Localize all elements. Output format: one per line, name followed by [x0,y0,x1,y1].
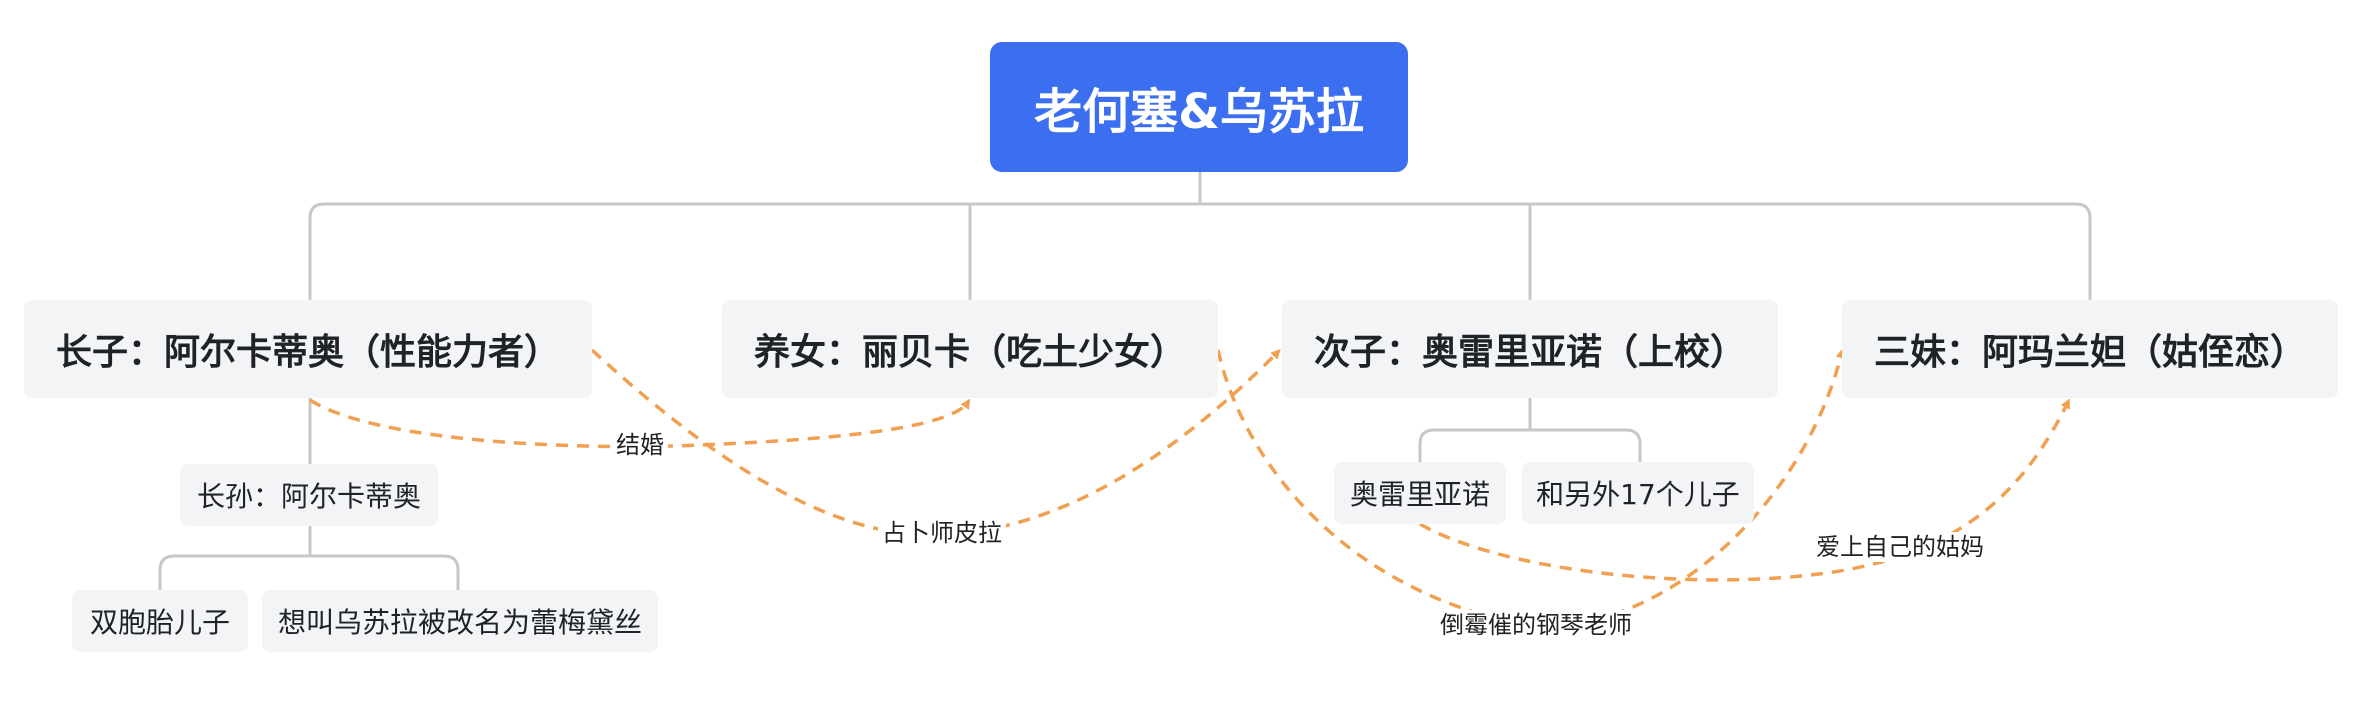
connector-grandson-children [158,526,460,590]
child-label: 长子：阿尔卡蒂奥（性能力者） [55,332,560,373]
relation-label-marriage: 结婚 [612,430,668,460]
root-label: 老何塞&乌苏拉 [1034,84,1364,140]
relation-label-piano-teacher: 倒霉催的钢琴老师 [1436,610,1636,640]
child-label: 养女：丽贝卡（吃土少女） [753,332,1186,373]
child-node-adopted-daughter[interactable]: 养女：丽贝卡（吃土少女） [722,300,1218,398]
connector-child3-grandchildren [1418,398,1642,462]
root-node[interactable]: 老何塞&乌苏拉 [990,42,1408,172]
relation-label-aunt-love: 爱上自己的姑妈 [1812,532,1988,562]
child-node-eldest-son[interactable]: 长子：阿尔卡蒂奥（性能力者） [24,300,592,398]
child-label: 三妹：阿玛兰妲（姑侄恋） [1873,332,2306,373]
grandchild-label: 和另外17个儿子 [1536,478,1740,511]
connector-root-branches [308,202,2092,300]
grandchild-label: 双胞胎儿子 [89,606,230,639]
grandchild-label: 想叫乌苏拉被改名为蕾梅黛丝 [277,606,642,639]
tree-connectors [158,172,2092,590]
grandchild-node-aureliano[interactable]: 奥雷里亚诺 [1334,462,1506,524]
grandchild-node-eldest-grandson[interactable]: 长孙：阿尔卡蒂奥 [180,464,438,526]
child-node-third-daughter[interactable]: 三妹：阿玛兰妲（姑侄恋） [1842,300,2338,398]
grandchild-node-seventeen-sons[interactable]: 和另外17个儿子 [1522,462,1754,524]
grandchild-label: 长孙：阿尔卡蒂奥 [196,480,421,513]
great-grandchild-node-twins[interactable]: 双胞胎儿子 [72,590,248,652]
grandchild-label: 奥雷里亚诺 [1349,478,1490,511]
child-node-second-son[interactable]: 次子：奥雷里亚诺（上校） [1282,300,1778,398]
relation-label-fortune-teller: 占卜师皮拉 [878,518,1006,548]
relation-marriage-line [309,398,971,449]
great-grandchild-node-renamed[interactable]: 想叫乌苏拉被改名为蕾梅黛丝 [262,590,658,652]
child-label: 次子：奥雷里亚诺（上校） [1313,332,1746,373]
